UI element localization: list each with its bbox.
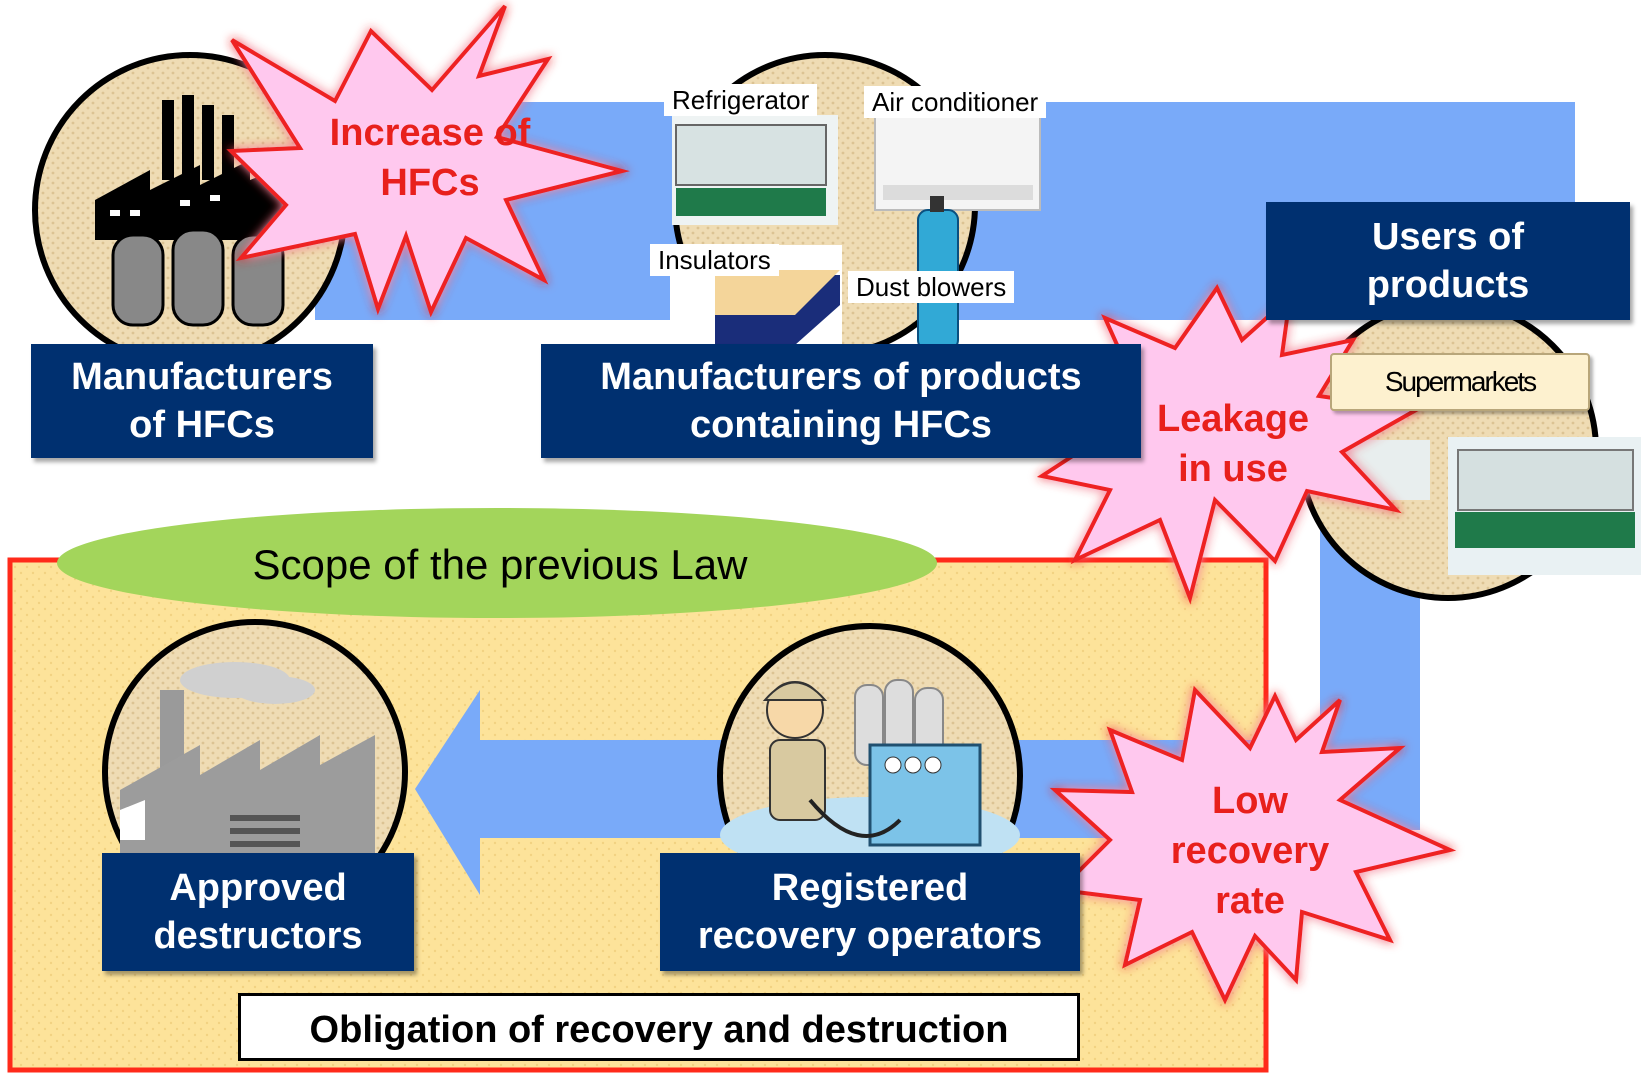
destructors-line2: destructors: [153, 915, 363, 957]
air-conditioner-label: Air conditioner: [864, 86, 1047, 118]
insulators-label: Insulators: [650, 244, 779, 276]
supermarkets-label: Supermarkets: [1330, 353, 1590, 411]
hfc-manufacturers-line2: of HFCs: [129, 404, 275, 446]
leakage-line2: in use: [1178, 448, 1288, 490]
users-line1: Users of: [1371, 216, 1525, 258]
recovery-operators-line1: Registered: [771, 867, 969, 909]
refrigerator-icon: [672, 115, 838, 225]
increase-line2: HFCs: [380, 162, 480, 204]
scope-ellipse: [57, 508, 937, 618]
scope-label: Scope of the previous Law: [252, 541, 748, 588]
low-recovery-callout-text: Low recovery rate: [1140, 776, 1360, 926]
product-manufacturers-line1: Manufacturers of products: [600, 356, 1082, 398]
recovery-operators-box: Registered recovery operators: [660, 853, 1080, 971]
dust-blowers-label: Dust blowers: [848, 271, 1015, 303]
users-box: Users of products: [1266, 202, 1630, 320]
starburst-increase-icon: [226, 4, 630, 318]
increase-line1: Increase of: [329, 112, 531, 154]
refrigerator-label: Refrigerator: [664, 84, 818, 116]
air-conditioner-icon: [874, 114, 1041, 211]
hfc-manufacturers-line1: Manufacturers: [71, 356, 333, 398]
starburst-low-recovery-icon: [1049, 685, 1457, 1005]
low-recovery-line1: Low: [1212, 780, 1288, 822]
users-line2: products: [1366, 264, 1530, 306]
recovery-operators-line2: recovery operators: [697, 915, 1043, 957]
obligation-label: Obligation of recovery and destruction: [238, 993, 1080, 1061]
increase-callout-text: Increase of HFCs: [305, 108, 555, 208]
product-manufacturers-box: Manufacturers of products containing HFCs: [541, 344, 1141, 458]
hfc-manufacturers-box: Manufacturers of HFCs: [31, 344, 373, 458]
destruction-plant-icon: [102, 619, 408, 925]
product-manufacturers-line2: containing HFCs: [690, 404, 992, 446]
leakage-line1: Leakage: [1156, 398, 1310, 440]
low-recovery-line2: recovery: [1170, 830, 1330, 872]
destructors-line1: Approved: [169, 867, 347, 909]
low-recovery-line3: rate: [1215, 880, 1285, 922]
destructors-box: Approved destructors: [102, 853, 414, 971]
leakage-callout-text: Leakage in use: [1128, 394, 1338, 494]
